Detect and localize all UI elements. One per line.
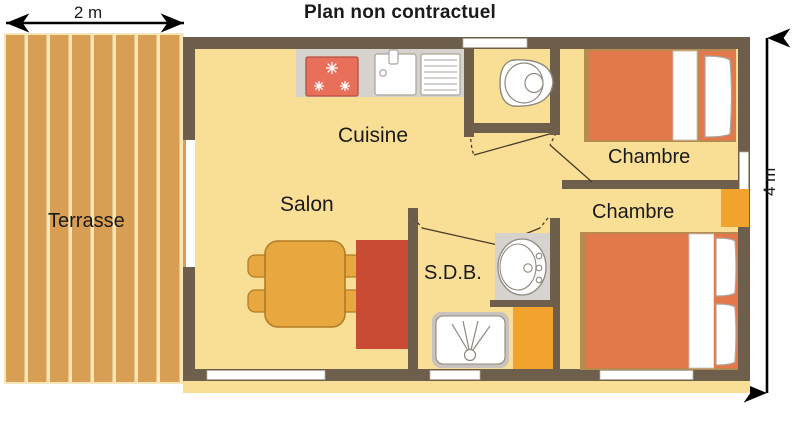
sofa bbox=[356, 240, 408, 349]
dining-table bbox=[247, 240, 362, 328]
double-bed bbox=[580, 232, 738, 370]
wardrobe bbox=[721, 189, 749, 227]
dish-drainer bbox=[420, 53, 461, 96]
entry-door-opening bbox=[183, 140, 195, 267]
toilet bbox=[499, 59, 554, 107]
bathroom-cabinet bbox=[513, 307, 553, 369]
door-jambs bbox=[408, 123, 560, 232]
terrace-deck bbox=[4, 33, 184, 384]
single-bed bbox=[584, 49, 736, 142]
shower-tray bbox=[432, 312, 509, 368]
interior-partitions bbox=[408, 49, 738, 369]
washbasin bbox=[490, 233, 550, 307]
cooktop bbox=[305, 56, 359, 97]
kitchen-sink bbox=[374, 49, 417, 96]
